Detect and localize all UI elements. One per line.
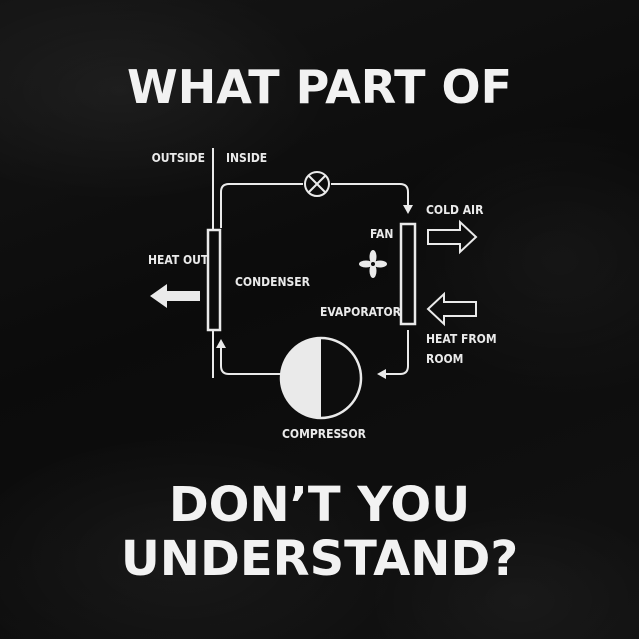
compressor-label: COMPRESSOR — [282, 427, 367, 441]
condenser-coil — [206, 228, 222, 332]
arrowhead-up-icon — [216, 339, 226, 348]
heat-out-arrow-icon — [150, 284, 200, 308]
compressor-icon — [279, 336, 363, 420]
evaporator-label: EVAPORATOR — [320, 305, 402, 319]
expansion-valve-icon — [304, 171, 330, 197]
fan-label: FAN — [370, 227, 393, 241]
pipe-bottom-left — [220, 348, 282, 375]
cold-air-label: COLD AIR — [426, 203, 484, 217]
inside-label: INSIDE — [226, 151, 267, 165]
cold-air-arrow-icon — [427, 219, 478, 255]
headline-top: WHAT PART OF — [126, 60, 513, 114]
heat-from-label: HEAT FROM — [426, 332, 497, 346]
headline-bottom-line1: DON’T YOU — [168, 477, 471, 533]
fan-icon — [359, 250, 387, 278]
pipe-top-right — [331, 183, 409, 206]
arrowhead-left-icon — [377, 369, 386, 379]
outside-label: OUTSIDE — [152, 151, 205, 165]
headline-bottom-line2: UNDERSTAND? — [120, 531, 519, 587]
condenser-label: CONDENSER — [235, 275, 311, 289]
heat-out-label: HEAT OUT — [148, 253, 209, 267]
room-label: ROOM — [426, 352, 463, 366]
pipe-top-left — [220, 183, 303, 228]
evaporator-coil — [399, 222, 417, 326]
heat-from-room-arrow-icon — [426, 291, 477, 327]
arrowhead-down-icon — [403, 205, 413, 214]
pipe-bottom-right — [386, 330, 409, 375]
